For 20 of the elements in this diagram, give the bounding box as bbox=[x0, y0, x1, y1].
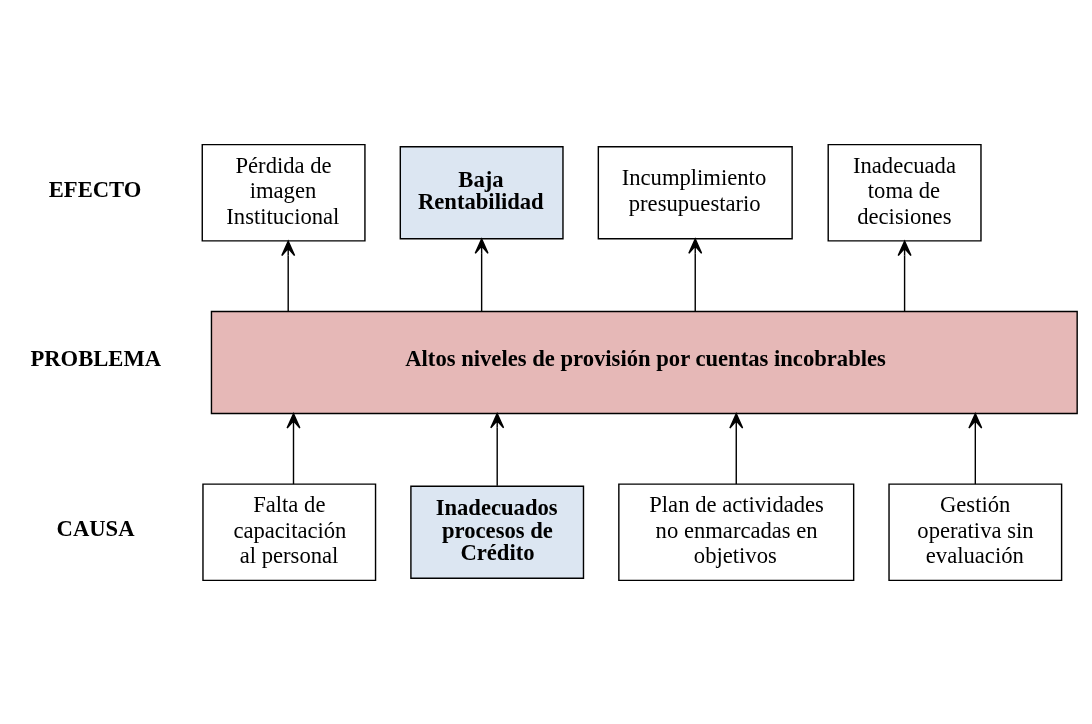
arrow bbox=[897, 240, 912, 312]
arrow bbox=[286, 412, 301, 485]
node-box: Inadecuada toma de decisiones bbox=[827, 143, 982, 242]
node-box: Altos niveles de provisión por cuentas incobrables bbox=[210, 310, 1078, 414]
arrow bbox=[490, 412, 505, 487]
arrow bbox=[729, 412, 744, 485]
node-box: Gestión operativa sin evaluación bbox=[888, 482, 1063, 581]
label: CAUSA bbox=[56, 515, 135, 541]
node-box: Incumplimiento presupuestario bbox=[597, 145, 793, 239]
arrow bbox=[968, 412, 983, 485]
arrow bbox=[281, 240, 296, 312]
node-box: Plan de actividades no enmarcadas en objetivos bbox=[618, 482, 855, 581]
arrow bbox=[688, 237, 703, 312]
node-box: Inadecuados procesos de Crédito bbox=[410, 485, 585, 579]
label: PROBLEMA bbox=[30, 345, 162, 371]
label: EFECTO bbox=[48, 176, 142, 202]
arrow bbox=[474, 237, 489, 312]
node-box: Falta de capacitación al personal bbox=[202, 482, 377, 581]
node-box: Pérdida de imagen Institucional bbox=[201, 143, 366, 242]
node-box: Baja Rentabilidad bbox=[399, 145, 564, 239]
